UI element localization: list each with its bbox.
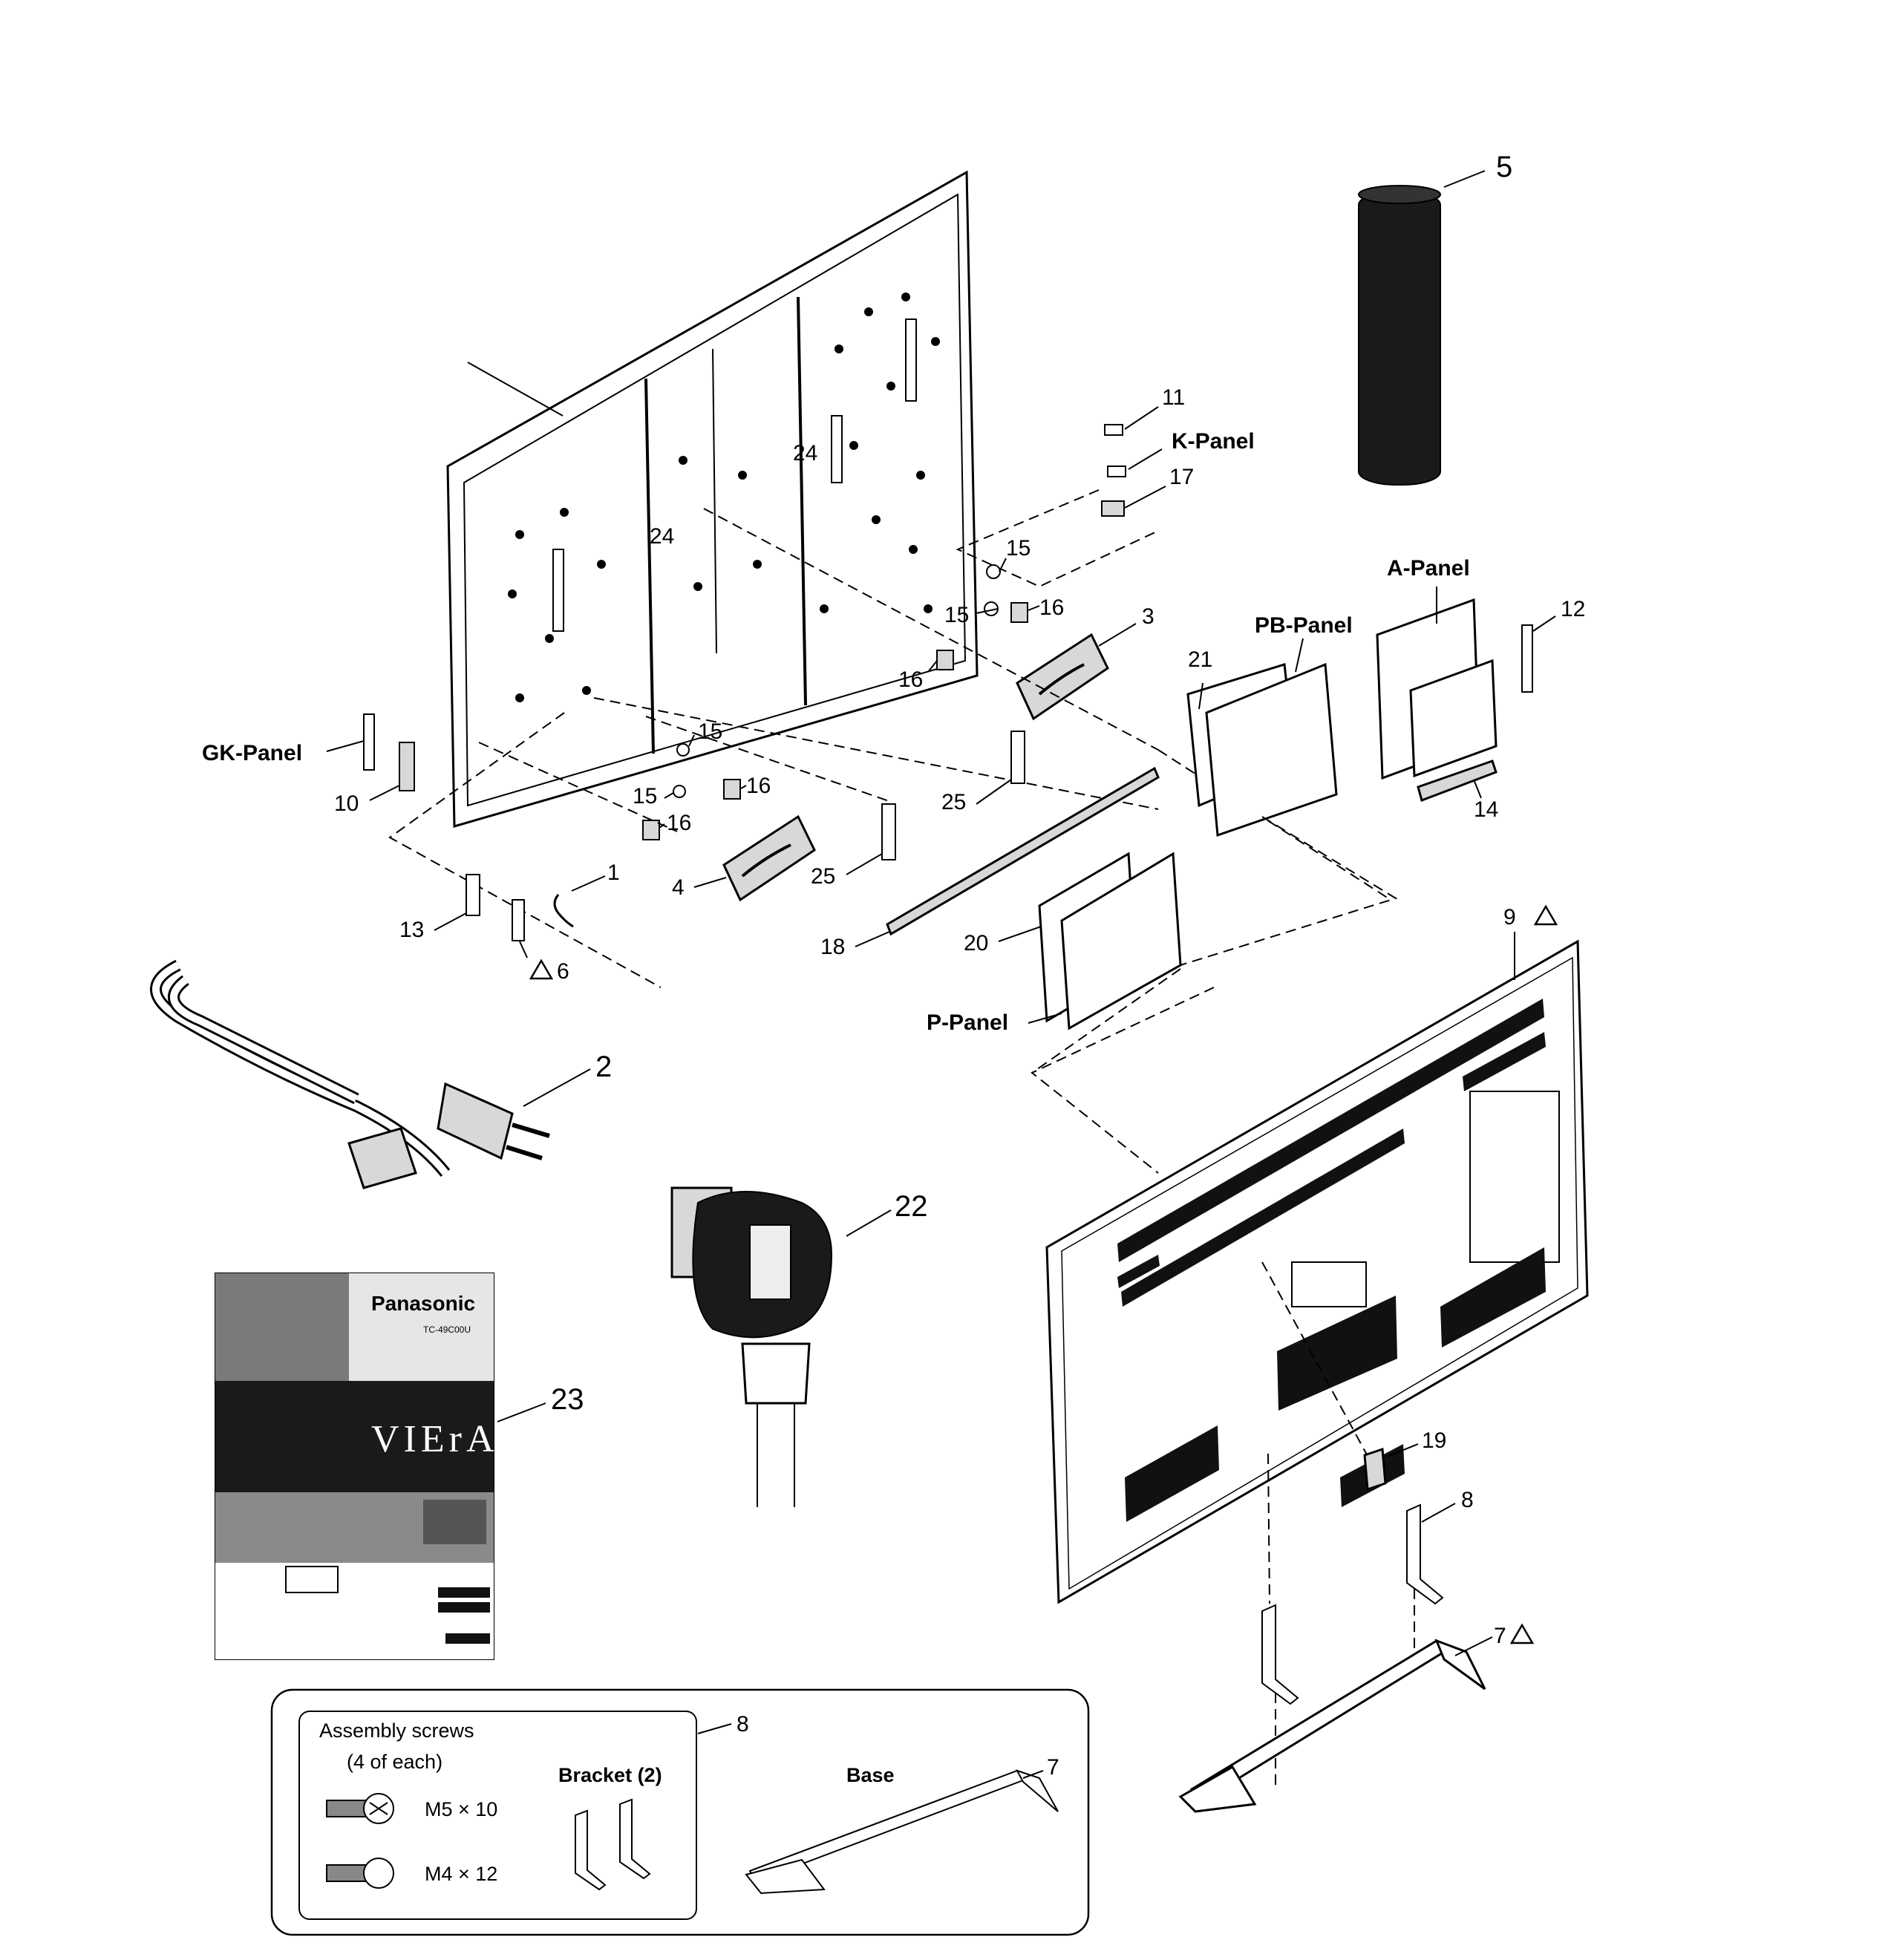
- dash-guide: [593, 697, 1159, 810]
- clips-right: [927, 558, 1040, 673]
- box-title: Assembly screws: [319, 1719, 474, 1742]
- callout-15-c: 15: [698, 719, 722, 744]
- manual-model: TC-49C00U: [423, 1324, 471, 1335]
- callout-16-d: 16: [667, 811, 691, 835]
- callout-20: 20: [964, 931, 988, 956]
- bracket-label: Bracket (2): [558, 1764, 662, 1786]
- callout-15-a: 15: [1006, 536, 1031, 561]
- manual-brand: Panasonic: [371, 1292, 475, 1315]
- callout-16-a: 16: [1039, 595, 1064, 620]
- callout-5: 5: [1496, 151, 1512, 183]
- item-25-brackets: [846, 731, 1025, 875]
- dash-guide: [1031, 987, 1215, 1174]
- callout-13: 13: [399, 918, 424, 942]
- item-7-base: [1178, 1623, 1535, 1813]
- callout-24-b: 24: [650, 524, 674, 549]
- item-9-rear-cover: [1045, 904, 1589, 1604]
- callout-11: 11: [1162, 385, 1185, 410]
- screw-m5-label: M5 × 10: [425, 1798, 497, 1820]
- callout-10: 10: [334, 791, 359, 816]
- callout-16-b: 16: [898, 667, 923, 692]
- item-23-manual: [215, 1273, 546, 1660]
- item-22-adapter: [670, 1186, 892, 1507]
- label-a-panel: A-Panel: [1387, 556, 1470, 581]
- callout-17: 17: [1169, 465, 1194, 489]
- dash-guide: [1261, 1261, 1378, 1474]
- callout-21: 21: [1188, 647, 1212, 672]
- callout-15-d: 15: [633, 784, 657, 808]
- item-18-rail: [855, 766, 1160, 947]
- item-8-brackets: [1261, 1453, 1456, 1789]
- callout-3: 3: [1142, 604, 1154, 629]
- callout-23: 23: [551, 1383, 584, 1416]
- dash-guide: [388, 712, 662, 988]
- callout-14: 14: [1474, 797, 1498, 822]
- callout-12: 12: [1561, 597, 1585, 621]
- item-4-speaker: [693, 814, 816, 902]
- callout-18: 18: [820, 935, 845, 959]
- callout-6: 6: [557, 959, 569, 984]
- item-19-clip: [1363, 1443, 1419, 1492]
- leader-line: [467, 362, 564, 416]
- manual-logo: VIErA: [371, 1418, 499, 1460]
- callout-2: 2: [595, 1051, 612, 1083]
- callout-24-a: 24: [793, 441, 817, 466]
- dash-guide: [1157, 749, 1389, 899]
- callout-22: 22: [895, 1190, 928, 1223]
- callout-1: 1: [607, 860, 620, 885]
- item-13-6-1: [434, 874, 606, 980]
- dash-guide: [478, 742, 678, 832]
- screw-m4-label: M4 × 12: [425, 1863, 497, 1885]
- label-p-panel: P-Panel: [927, 1010, 1008, 1035]
- box-subtitle: (4 of each): [347, 1751, 442, 1773]
- item-5-roll: [1358, 170, 1486, 486]
- callout-16-c: 16: [746, 774, 771, 798]
- chassis-frame: [446, 170, 979, 828]
- label-pb-panel: PB-Panel: [1255, 613, 1353, 638]
- callout-9: 9: [1503, 905, 1516, 930]
- box-ref-7: 7: [1047, 1755, 1059, 1780]
- item-2-power-cord: [150, 959, 591, 1189]
- callout-25-a: 25: [941, 790, 966, 814]
- label-gk-panel: GK-Panel: [202, 741, 302, 765]
- clips-left: [642, 734, 747, 840]
- label-k-panel: K-Panel: [1172, 429, 1255, 454]
- callout-4: 4: [672, 875, 685, 900]
- item-3-speaker: [1016, 623, 1137, 721]
- dash-guide: [703, 508, 1159, 751]
- gk-panel-parts: [326, 713, 415, 801]
- k-panel-parts: [1101, 406, 1166, 517]
- dash-guide: [1180, 816, 1398, 966]
- callout-8: 8: [1461, 1488, 1474, 1512]
- pb-panel-board: [1186, 638, 1338, 837]
- accessory-box: [270, 1688, 1090, 1936]
- base-label: Base: [846, 1764, 895, 1786]
- callout-19: 19: [1422, 1428, 1446, 1453]
- dash-guide: [645, 716, 892, 803]
- box-ref-8: 8: [737, 1712, 749, 1737]
- p-panel-board: [998, 852, 1182, 1030]
- a-panel-board: [1376, 587, 1556, 802]
- callout-7: 7: [1494, 1624, 1506, 1648]
- dash-guide: [1031, 968, 1181, 1074]
- callout-25-b: 25: [811, 864, 835, 889]
- callout-15-b: 15: [944, 603, 969, 627]
